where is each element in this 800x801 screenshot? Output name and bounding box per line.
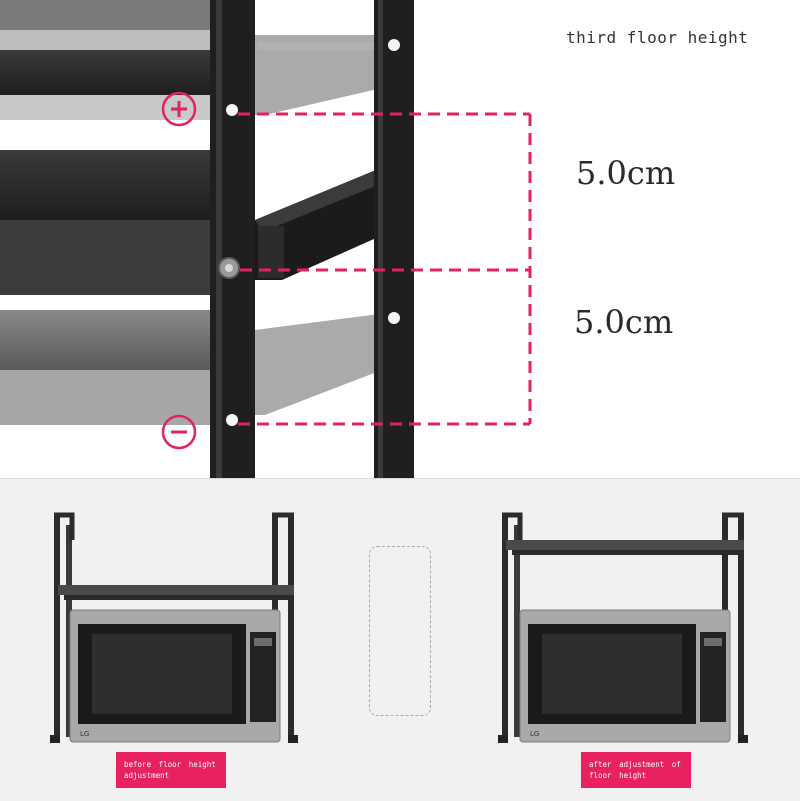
microwave-before: LG — [69, 609, 281, 743]
shelf-band-light — [0, 30, 210, 50]
adjustment-hole — [388, 312, 400, 324]
shelf-ghost-upper — [255, 35, 395, 115]
shelf-band-mid — [0, 310, 210, 370]
microwave-after: LG — [519, 609, 731, 743]
measurement-lines — [238, 112, 532, 426]
shelf-ghost-lower — [255, 312, 395, 415]
adjustment-hole — [226, 414, 238, 426]
closeup-panel: third floor height 5.0cm 5.0cm — [0, 0, 749, 478]
shelf-band-dark — [0, 150, 210, 220]
caption-before: before floor height adjustment — [116, 752, 226, 788]
plus-circle-icon — [161, 91, 197, 127]
rack-before-shelf — [58, 585, 294, 595]
measurement-upper: 5.0cm — [576, 154, 676, 192]
shelf-band-dark — [0, 220, 210, 295]
minus-circle-icon — [161, 414, 197, 450]
shelf-bracket-current — [255, 158, 412, 280]
measurement-lower: 5.0cm — [574, 303, 674, 341]
adjustment-hole — [388, 39, 400, 51]
caption-after: after adjustment of floor height — [581, 752, 691, 788]
adjustment-hole — [226, 104, 238, 116]
shelf-band-top — [0, 0, 210, 30]
screw-head — [225, 264, 233, 272]
shelf-bracket-top — [255, 158, 410, 232]
headline: third floor height — [566, 28, 749, 47]
rack-after-shelf — [506, 540, 744, 550]
shelf-band-dark — [0, 50, 210, 95]
frame-post-highlight — [378, 0, 383, 478]
shelf-ghost-edge — [258, 42, 390, 50]
frame-post-highlight — [216, 0, 222, 478]
shelf-closeup-illustration — [0, 0, 532, 478]
microwave-brand: LG — [530, 730, 539, 738]
microwave-brand: LG — [80, 730, 89, 738]
dashed-placeholder — [369, 546, 431, 716]
